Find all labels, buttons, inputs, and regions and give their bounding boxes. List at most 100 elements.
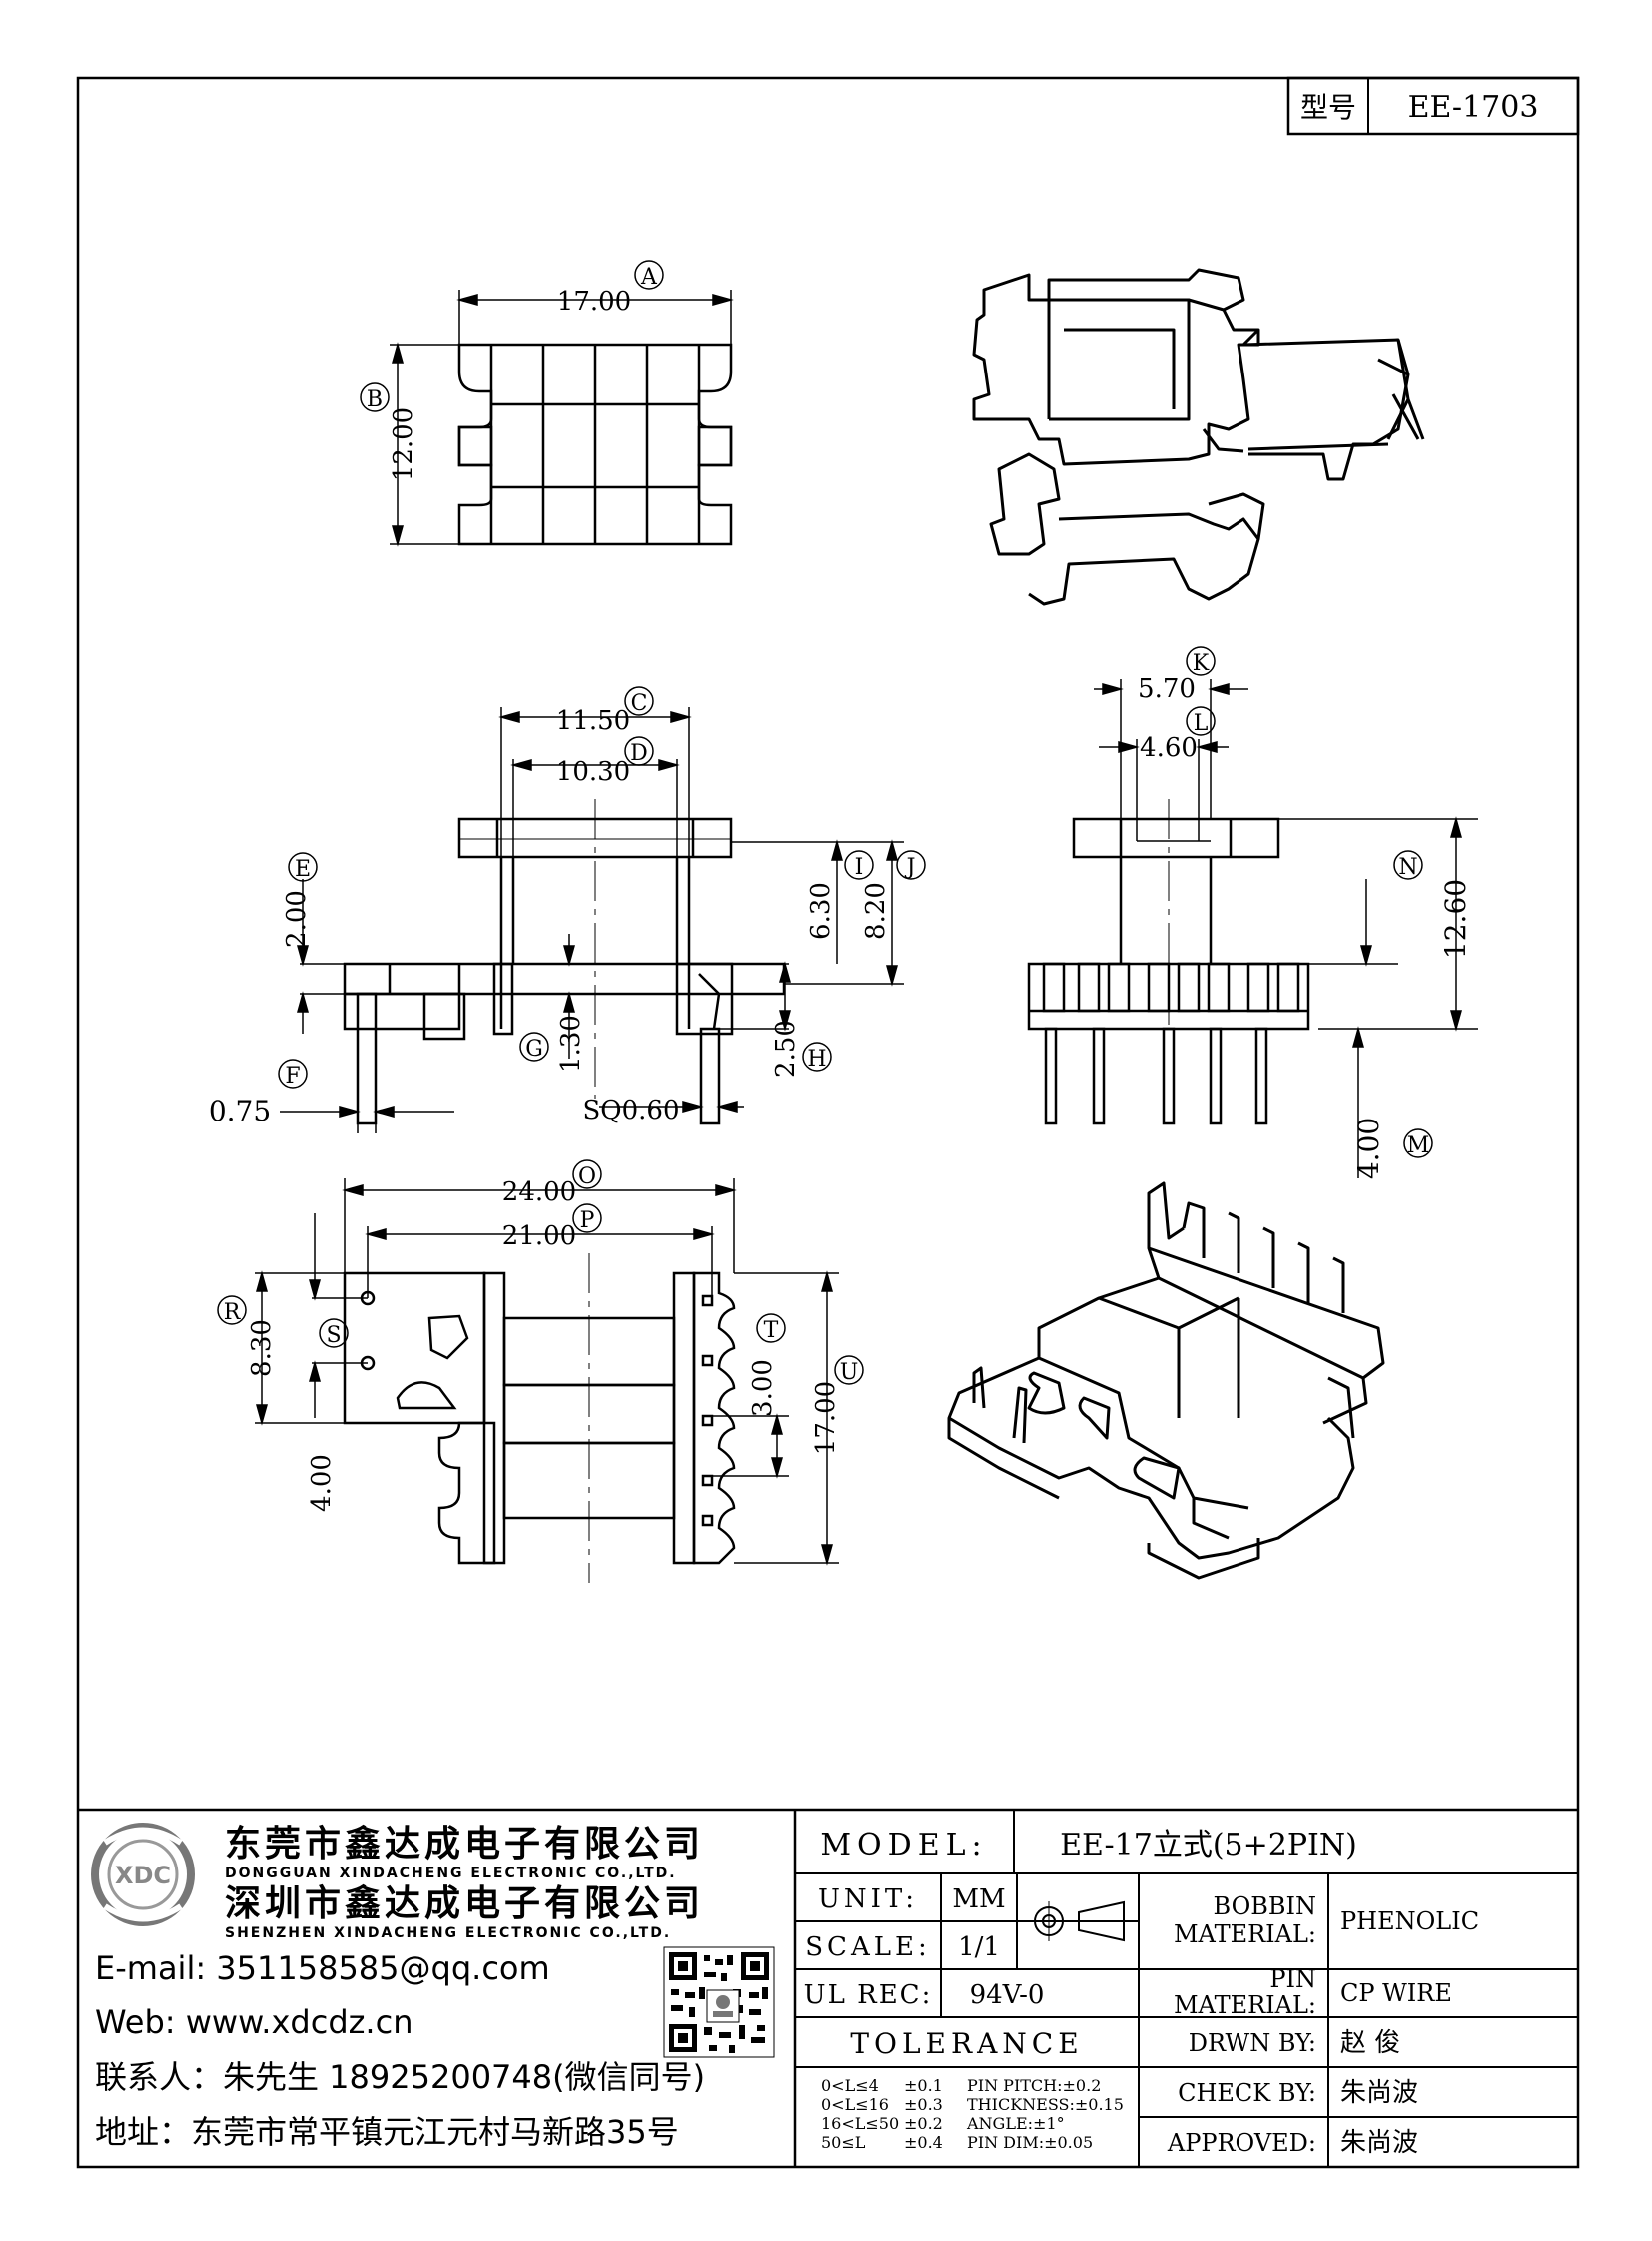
company-web: Web: www.xdcdz.cn — [95, 2003, 413, 2041]
ul-value: 94V-0 — [970, 1980, 1045, 2010]
bobbin-material-label-1: BOBBIN — [1213, 1892, 1316, 1920]
top-view — [457, 343, 733, 546]
tol-r3-c2: PIN DIM:±0.05 — [967, 2133, 1093, 2152]
dim-l-value: 4.60 — [1140, 733, 1198, 763]
dim-j-value: 8.20 — [861, 882, 891, 940]
dim-g-tag: G — [525, 1037, 543, 1062]
dim-c-tag: C — [631, 691, 648, 716]
approved-label: APPROVED: — [1167, 2129, 1316, 2157]
company-name-cn-2: 深圳市鑫达成电子有限公司 — [225, 1883, 704, 1924]
dim-s-tag: S — [326, 1323, 341, 1348]
check-value: 朱尚波 — [1340, 2078, 1418, 2108]
model-label: MODEL: — [820, 1828, 987, 1863]
dim-m-value: 4.00 — [1352, 1118, 1385, 1179]
dim-t-tag: T — [764, 1318, 779, 1343]
iso-view-bottom — [947, 1181, 1385, 1580]
unit-value: MM — [952, 1884, 1005, 1914]
company-name-en-2: SHENZHEN XINDACHENG ELECTRONIC CO.,LTD. — [225, 1925, 671, 1941]
company-address: 地址：东莞市常平镇元江元村马新路35号 — [95, 2113, 679, 2151]
dim-o-tag: O — [578, 1164, 596, 1189]
scale-label: SCALE: — [805, 1932, 931, 1962]
side-view — [1027, 799, 1310, 1125]
dim-u-tag: U — [840, 1360, 859, 1385]
type-value: EE-1703 — [1408, 90, 1539, 125]
iso-view-top — [972, 268, 1425, 606]
dim-j-tag: J — [905, 855, 916, 880]
unit-label: UNIT: — [818, 1884, 918, 1914]
pin-material-value: CP WIRE — [1340, 1979, 1452, 2007]
tolerance-table: 0<L≤4 ±0.1 PIN PITCH:±0.2 0<L≤16 ±0.3 TH… — [821, 2076, 1124, 2152]
dim-s-value: 4.00 — [307, 1454, 337, 1512]
dim-f-value: 0.75 — [209, 1095, 271, 1127]
dim-k-value: 5.70 — [1138, 674, 1196, 704]
dim-u-value: 17.00 — [811, 1381, 841, 1455]
dim-b-tag: B — [367, 387, 383, 412]
dim-p-value: 21.00 — [502, 1221, 576, 1251]
company-name-cn-1: 东莞市鑫达成电子有限公司 — [225, 1824, 704, 1865]
title-block — [78, 1808, 1578, 2167]
approved-value: 朱尚波 — [1340, 2128, 1418, 2158]
dim-a-value: 17.00 — [557, 287, 631, 317]
dim-r-tag: R — [224, 1300, 242, 1325]
bobbin-material-label-2: MATERIAL: — [1174, 1920, 1316, 1948]
dim-h-tag: H — [807, 1047, 826, 1072]
drawn-value: 赵 俊 — [1340, 2028, 1400, 2058]
dim-b-value: 12.00 — [389, 407, 418, 481]
tol-r1-c0: 0<L≤16 — [821, 2095, 889, 2114]
pin-material-label-2: MATERIAL: — [1174, 1991, 1316, 2019]
header-box: 型号 EE-1703 — [1286, 76, 1580, 136]
company-email: E-mail: 351158585@qq.com — [95, 1949, 550, 1987]
dim-m-tag: M — [1407, 1133, 1430, 1158]
tol-r3-c1: ±0.4 — [904, 2133, 943, 2152]
dim-sq-value: SQ0.60 — [582, 1096, 679, 1125]
front-view-dims — [278, 686, 926, 1133]
drawn-label: DRWN BY: — [1189, 2029, 1316, 2057]
dim-p-tag: P — [580, 1208, 595, 1233]
dim-f-tag: F — [285, 1064, 300, 1089]
tolerance-label: TOLERANCE — [850, 2027, 1083, 2060]
company-name-en-1: DONGGUAN XINDACHENG ELECTRONIC CO.,LTD. — [225, 1866, 677, 1881]
dim-h-value: 2.50 — [771, 1020, 801, 1078]
dim-e-tag: E — [295, 857, 311, 882]
front-view — [343, 799, 786, 1125]
dim-a-tag: A — [640, 265, 658, 290]
dim-t-value: 3.00 — [748, 1359, 778, 1417]
dim-e-value: 2.00 — [282, 890, 312, 948]
dim-i-tag: I — [855, 855, 864, 880]
tol-r0-c1: ±0.1 — [904, 2076, 943, 2095]
tol-r1-c2: THICKNESS:±0.15 — [967, 2095, 1124, 2114]
type-label: 型号 — [1300, 91, 1356, 124]
bottom-view-dims — [217, 1159, 864, 1566]
dim-d-tag: D — [630, 741, 648, 766]
bobbin-material-value: PHENOLIC — [1340, 1907, 1479, 1935]
tol-r0-c2: PIN PITCH:±0.2 — [967, 2076, 1101, 2095]
sheet-border — [76, 76, 1580, 2169]
check-label: CHECK BY: — [1178, 2079, 1316, 2107]
side-view-dims — [1094, 646, 1478, 1178]
dim-n-tag: N — [1398, 855, 1417, 880]
dim-i-value: 6.30 — [806, 882, 836, 940]
logo-text: XDC — [115, 1862, 171, 1889]
tol-r2-c2: ANGLE:±1° — [966, 2114, 1065, 2133]
dim-r-value: 8.30 — [247, 1319, 277, 1377]
tol-r1-c1: ±0.3 — [904, 2095, 943, 2114]
dim-c-value: 11.50 — [556, 706, 630, 736]
dim-l-tag: L — [1194, 711, 1209, 736]
tol-r2-c0: 16<L≤50 — [821, 2114, 899, 2133]
company-logo: XDC — [91, 1823, 195, 1926]
bottom-view — [343, 1253, 736, 1583]
dim-o-value: 24.00 — [502, 1177, 576, 1207]
qr-code — [663, 1946, 775, 2058]
tol-r2-c1: ±0.2 — [904, 2114, 943, 2133]
dim-d-value: 10.30 — [556, 757, 630, 787]
pin-material-label-1: PIN — [1269, 1965, 1316, 1993]
dim-k-tag: K — [1193, 651, 1210, 676]
model-value: EE-17立式(5+2PIN) — [1060, 1828, 1357, 1863]
dim-g-value: 1.30 — [556, 1015, 586, 1073]
tol-r0-c0: 0<L≤4 — [821, 2076, 879, 2095]
ul-label: UL REC: — [804, 1980, 933, 2010]
dim-n-value: 12.60 — [1439, 879, 1472, 959]
scale-value: 1/1 — [958, 1932, 1000, 1962]
tol-r3-c0: 50≤L — [821, 2133, 866, 2152]
